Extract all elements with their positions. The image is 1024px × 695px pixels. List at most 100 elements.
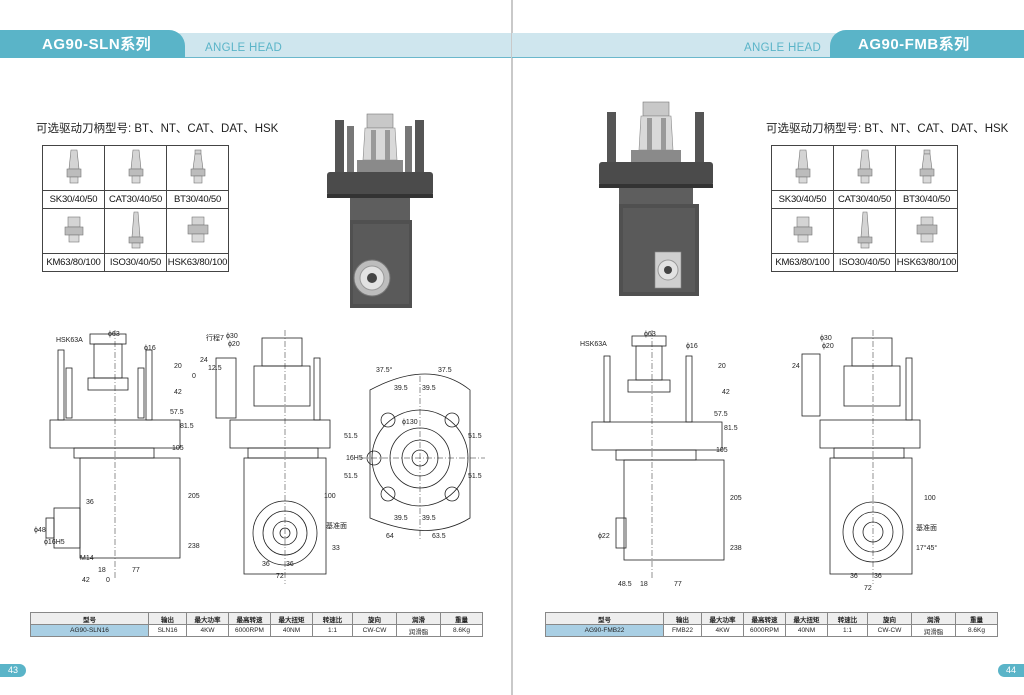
page-number: 43 xyxy=(0,664,26,677)
dim-label: 行程7 xyxy=(206,333,224,342)
spec-header: 转速比 xyxy=(312,612,353,625)
dim-label: 77 xyxy=(674,581,682,588)
spec-header: 润滑 xyxy=(396,612,441,625)
holder-image-hsk xyxy=(166,208,229,254)
angle-head-photo xyxy=(599,101,713,296)
dim-label: 238 xyxy=(188,543,200,550)
dim-label: ϕ63 xyxy=(644,331,656,338)
dim-label: 42 xyxy=(174,389,182,396)
iso-holder-icon xyxy=(857,211,872,248)
dim-label: 51.5 xyxy=(344,473,358,480)
dim-label: 39.5 xyxy=(394,385,408,392)
dim-label: 64 xyxy=(386,533,394,540)
dim-label: 57.5 xyxy=(714,411,728,418)
dim-label: 39.5 xyxy=(422,515,436,522)
series-title: AG90-FMB系列 xyxy=(830,30,1024,58)
spec-cell: 1:1 xyxy=(312,624,353,637)
holder-label: ISO30/40/50 xyxy=(833,253,896,272)
dim-label: 100 xyxy=(924,495,936,502)
dim-label: ϕ16 xyxy=(144,345,156,352)
holder-image-bt xyxy=(166,145,229,191)
dim-label: 18 xyxy=(98,567,106,574)
dim-label: ϕ130 xyxy=(402,419,418,426)
dim-label: 36 xyxy=(86,499,94,506)
holder-label: SK30/40/50 xyxy=(771,190,834,209)
holder-image-cat xyxy=(104,145,167,191)
dim-label: 205 xyxy=(188,493,200,500)
dim-label: ϕ20 xyxy=(228,341,240,348)
holder-image-hsk xyxy=(895,208,958,254)
dim-label: ϕ16 xyxy=(686,343,698,350)
dim-label: 37.5° xyxy=(376,366,393,374)
spec-header: 最大功率 xyxy=(186,612,229,625)
header-line xyxy=(512,57,1024,58)
header-line xyxy=(0,57,512,58)
holder-label: HSK63/80/100 xyxy=(895,253,958,272)
holder-image-cat xyxy=(833,145,896,191)
spec-header: 旋向 xyxy=(352,612,397,625)
dim-label: 基准面 xyxy=(916,523,937,532)
holder-label: CAT30/40/50 xyxy=(104,190,167,209)
spec-model: AG90-FMB22 xyxy=(545,624,664,637)
dim-label: ϕ16H5 xyxy=(44,539,65,546)
spec-cell: CW-CW xyxy=(867,624,912,637)
dim-label: 57.5 xyxy=(170,409,184,416)
km-holder-icon xyxy=(64,216,83,242)
dim-label: 36 xyxy=(262,561,270,568)
dim-label: M14 xyxy=(80,555,94,562)
dim-label: 42 xyxy=(82,577,90,584)
spec-cell: CW-CW xyxy=(352,624,397,637)
spec-cell: 润滑脂 xyxy=(396,624,441,637)
dim-label: ϕ30 xyxy=(226,333,238,340)
spec-cell: 1:1 xyxy=(827,624,868,637)
spec-model: AG90-SLN16 xyxy=(30,624,149,637)
spec-cell: SLN16 xyxy=(148,624,187,637)
spec-header: 重量 xyxy=(955,612,998,625)
dim-label: 33 xyxy=(332,545,340,552)
spec-header: 型号 xyxy=(30,612,149,625)
dim-label: 72 xyxy=(864,585,872,592)
km-holder-icon xyxy=(793,216,812,242)
right-page: ANGLE HEAD AG90-FMB系列 可选驱动刀柄型号: BT、NT、CA… xyxy=(512,0,1024,695)
dim-label: 18 xyxy=(640,581,648,588)
spec-cell: 8.6Kg xyxy=(955,624,998,637)
dim-label: 20 xyxy=(174,363,182,370)
dim-label: 105 xyxy=(716,447,728,454)
dim-label: 36 xyxy=(286,561,294,568)
holder-types-label: 可选驱动刀柄型号: BT、NT、CAT、DAT、HSK xyxy=(36,123,279,135)
series-subtitle: ANGLE HEAD xyxy=(744,42,822,54)
hsk-holder-icon xyxy=(187,216,208,242)
spec-cell: 6000RPM xyxy=(743,624,786,637)
dim-label: 36 xyxy=(874,573,882,580)
holder-label: BT30/40/50 xyxy=(166,190,229,209)
holder-label: KM63/80/100 xyxy=(771,253,834,272)
holder-table: SK30/40/50 CAT30/40/50 BT30/40/50 xyxy=(42,145,229,272)
taper-holder-icon xyxy=(795,149,810,183)
dim-label: 72 xyxy=(276,573,284,580)
dim-label: 0 xyxy=(192,373,196,380)
dim-label: 24 xyxy=(792,363,800,370)
holder-image-iso xyxy=(833,208,896,254)
dim-label: 51.5 xyxy=(468,433,482,440)
page-number: 44 xyxy=(998,664,1024,677)
holder-image-km xyxy=(771,208,834,254)
spec-header: 最大扭矩 xyxy=(270,612,313,625)
dim-label: 39.5 xyxy=(422,385,436,392)
dim-label: 12.5 xyxy=(208,365,222,372)
spec-cell: 40NM xyxy=(785,624,828,637)
spec-header: 旋向 xyxy=(867,612,912,625)
dim-label: ϕ48 xyxy=(34,527,46,534)
spec-table: 型号 输出 最大功率 最高转速 最大扭矩 转速比 旋向 润滑 重量 AG90-F… xyxy=(545,612,998,637)
dim-label: 36 xyxy=(850,573,858,580)
spec-header: 最大功率 xyxy=(701,612,744,625)
taper-holder-icon xyxy=(66,149,81,183)
dim-label: 17°45° xyxy=(916,544,937,552)
holder-label: BT30/40/50 xyxy=(895,190,958,209)
dim-label: HSK63A xyxy=(56,337,83,344)
spec-header: 最大扭矩 xyxy=(785,612,828,625)
technical-drawing: HSK63A ϕ63 ϕ16 20 42 57.5 81.5 105 205 2… xyxy=(580,330,937,592)
series-title: AG90-SLN系列 xyxy=(0,30,185,58)
spec-header: 输出 xyxy=(148,612,187,625)
dim-label: 51.5 xyxy=(468,473,482,480)
spec-header: 最高转速 xyxy=(228,612,271,625)
